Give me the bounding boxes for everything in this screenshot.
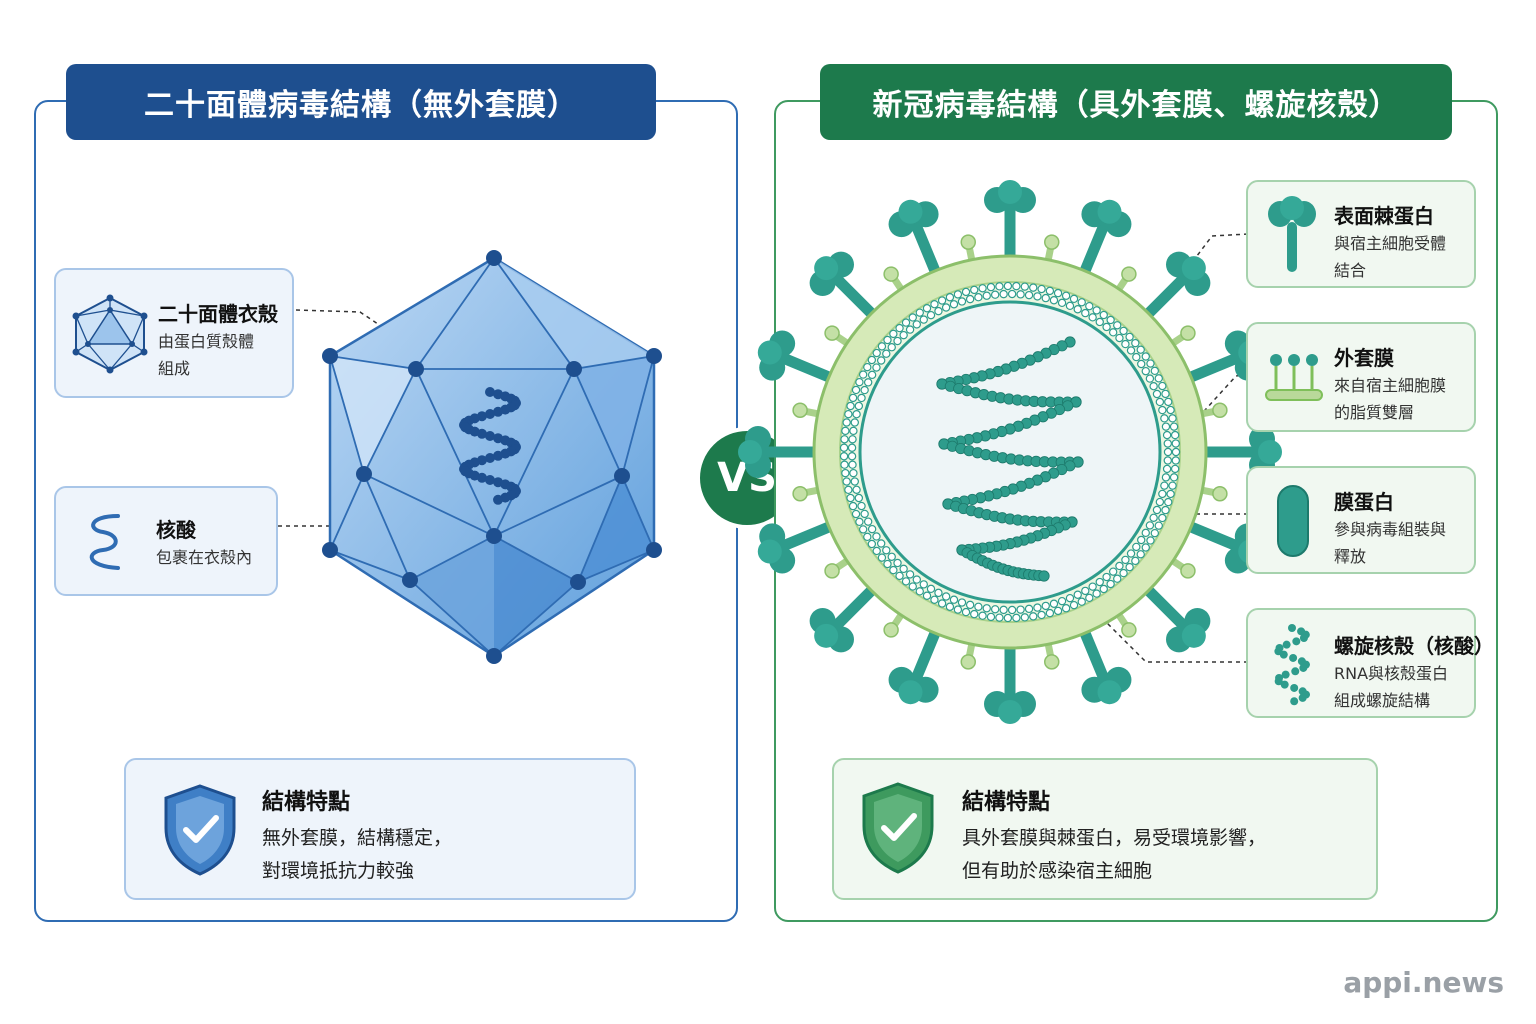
helix-icon-bead	[1282, 640, 1291, 649]
capsid-label-desc-line: 由蛋白質殼體	[158, 332, 255, 351]
squiggle-icon	[89, 514, 120, 570]
right-feature-line: 具外套膜與棘蛋白，易受環境影響，	[962, 827, 1267, 849]
membrane-protein-label-desc: 參與病毒組裝與 釋放	[1334, 516, 1446, 570]
helix-icon-bead	[1280, 680, 1289, 689]
membrane-protein-label-desc-line: 參與病毒組裝與	[1334, 520, 1447, 539]
left-feature-title: 結構特點	[262, 790, 351, 815]
helix-icon-bead	[1281, 670, 1290, 679]
helix-icon-bead	[1299, 633, 1308, 642]
spike-label-title: 表面棘蛋白	[1334, 204, 1434, 228]
membrane-protein-label-card: 膜蛋白 參與病毒組裝與 釋放	[1246, 466, 1476, 574]
membrane-protein-label-desc-line: 釋放	[1334, 547, 1367, 566]
nucleocapsid-label-card: 螺旋核殼（核酸） RNA與核殼蛋白 組成螺旋結構	[1246, 608, 1494, 718]
capsid-label-card: 二十面體衣殼 由蛋白質殼體 組成	[54, 268, 294, 398]
helix-icon-bead	[1292, 637, 1301, 646]
envelope-label-desc-line: 的脂質雙層	[1334, 403, 1415, 422]
shield-check-icon	[862, 782, 934, 874]
shield-check-icon	[164, 784, 236, 876]
membrane-protein-label-title: 膜蛋白	[1334, 490, 1394, 514]
left-feature-box: 結構特點 無外套膜，結構穩定， 對環境抵抗力較強	[124, 758, 636, 900]
left-feature-desc: 無外套膜，結構穩定， 對環境抵抗力較強	[262, 822, 452, 888]
helix-icon-bead	[1290, 697, 1299, 706]
spike-label-desc-line: 與宿主細胞受體	[1334, 234, 1447, 253]
nucleocapsid-label-desc: RNA與核殼蛋白 組成螺旋結構	[1334, 660, 1448, 714]
helix-icon-bead	[1274, 677, 1283, 686]
spike-label-card: 表面棘蛋白 與宿主細胞受體 結合	[1246, 180, 1476, 288]
nucleic-acid-label-title: 核酸	[156, 518, 196, 542]
helix-icon-bead	[1288, 624, 1296, 632]
nucleocapsid-label-desc-line: 組成螺旋結構	[1334, 691, 1431, 710]
helix-icon-bead	[1298, 693, 1307, 702]
helix-icon-bead	[1279, 650, 1288, 659]
left-feature-line: 無外套膜，結構穩定，	[262, 827, 453, 849]
nucleocapsid-label-desc-line: RNA與核殼蛋白	[1334, 664, 1449, 683]
spike-label-desc-line: 結合	[1334, 261, 1367, 280]
helix-icon-bead	[1299, 663, 1308, 672]
nucleic-acid-label-desc-line: 包裹在衣殼內	[156, 548, 253, 567]
helix-icon-bead	[1291, 667, 1300, 676]
envelope-label-desc-line: 來自宿主細胞膜	[1334, 376, 1447, 395]
right-feature-box: 結構特點 具外套膜與棘蛋白，易受環境影響， 但有助於感染宿主細胞	[832, 758, 1378, 900]
nucleic-acid-label-desc: 包裹在衣殼內	[156, 544, 252, 571]
helix-icon-bead	[1290, 683, 1299, 692]
envelope-label-title: 外套膜	[1334, 346, 1394, 370]
helix-icon	[1274, 624, 1310, 706]
left-panel-title: 二十面體病毒結構（無外套膜）	[66, 64, 656, 140]
lipid-bilayer-icon	[1265, 354, 1323, 401]
nucleic-acid-label-card: 核酸 包裹在衣殼內	[54, 486, 278, 596]
right-feature-title: 結構特點	[962, 790, 1051, 815]
capsule-icon	[1277, 485, 1309, 557]
nucleocapsid-label-title: 螺旋核殼（核酸）	[1334, 634, 1494, 658]
capsid-label-desc-line: 組成	[158, 359, 191, 378]
spike-label-desc: 與宿主細胞受體 結合	[1334, 230, 1446, 284]
right-panel-title: 新冠病毒結構（具外套膜、螺旋核殼）	[820, 64, 1452, 140]
watermark: appi.news	[1343, 966, 1504, 999]
right-feature-desc: 具外套膜與棘蛋白，易受環境影響， 但有助於感染宿主細胞	[962, 822, 1266, 888]
left-feature-line: 對環境抵抗力較強	[262, 860, 415, 882]
envelope-label-card: 外套膜 來自宿主細胞膜 的脂質雙層	[1246, 322, 1476, 432]
capsid-label-desc: 由蛋白質殼體 組成	[158, 328, 254, 382]
capsid-label-title: 二十面體衣殼	[158, 302, 278, 326]
spike-protein-icon	[1268, 196, 1316, 272]
icosahedron-icon	[72, 294, 148, 374]
right-feature-line: 但有助於感染宿主細胞	[962, 860, 1153, 882]
envelope-label-desc: 來自宿主細胞膜 的脂質雙層	[1334, 372, 1446, 426]
helix-icon-bead	[1289, 653, 1298, 662]
